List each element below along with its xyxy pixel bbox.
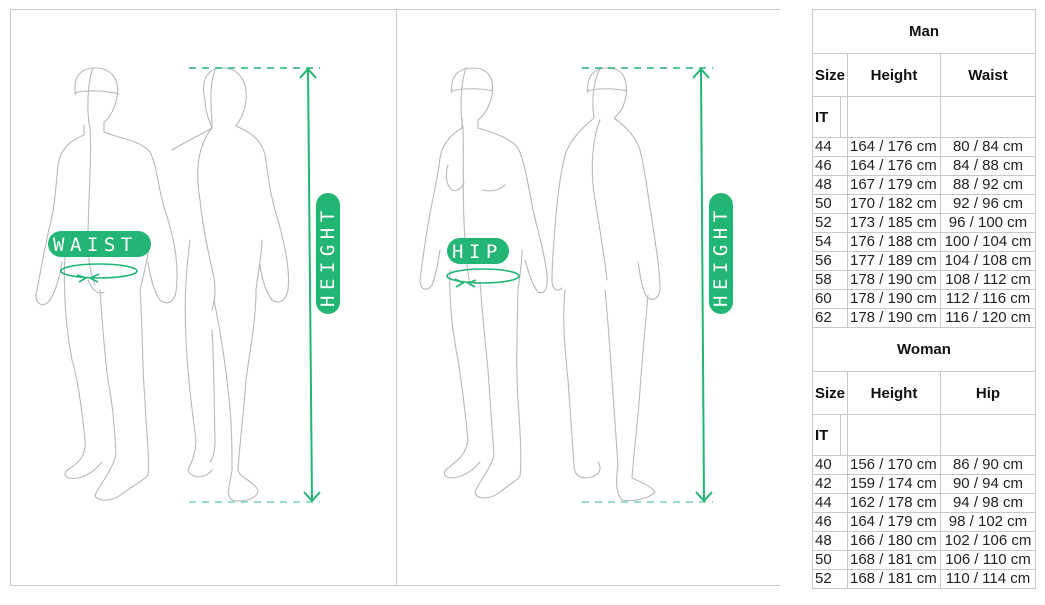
arrow-up-icon: [299, 67, 317, 79]
hip-loop-icon: [446, 268, 520, 288]
body-figures-illustration: HEIGHT HEIGHT WAIST HIP: [35, 67, 733, 503]
woman-size-header: Size: [812, 371, 848, 415]
hip-badge: HIP: [447, 238, 509, 264]
svg-text:HEIGHT: HEIGHT: [317, 205, 339, 307]
panel-divider: [396, 10, 397, 585]
woman-hip-header: Hip: [940, 371, 1036, 415]
man-size-system: IT: [812, 96, 841, 138]
arrow-up-icon: [692, 67, 710, 79]
woman-height-indicator: [582, 67, 713, 503]
man-height-indicator: [189, 67, 321, 503]
man-height-header: Height: [847, 53, 941, 97]
svg-text:WAIST: WAIST: [53, 234, 138, 256]
svg-text:HEIGHT: HEIGHT: [710, 205, 732, 307]
woman-back-figure-icon: [551, 67, 661, 502]
man-waist-header: Waist: [940, 53, 1036, 97]
waist-loop-icon: [60, 263, 138, 283]
woman-height-badge: HEIGHT: [709, 193, 733, 314]
woman-height-header: Height: [847, 371, 941, 415]
measurement-illustration-panel: [10, 9, 780, 586]
man-front-figure-icon: [35, 67, 178, 501]
height-arrow-line: [700, 68, 705, 502]
man-back-figure-icon: [171, 67, 290, 502]
arrow-down-icon: [695, 491, 713, 503]
man-title: Man: [812, 9, 1036, 54]
woman-size-system: IT: [812, 414, 841, 456]
waist-badge: WAIST: [48, 231, 151, 257]
arrow-down-icon: [303, 491, 321, 503]
height-arrow-line: [307, 68, 313, 502]
svg-text:HIP: HIP: [452, 241, 503, 263]
woman-title: Woman: [812, 327, 1036, 372]
man-height-badge: HEIGHT: [316, 193, 340, 314]
man-size-header: Size: [812, 53, 848, 97]
